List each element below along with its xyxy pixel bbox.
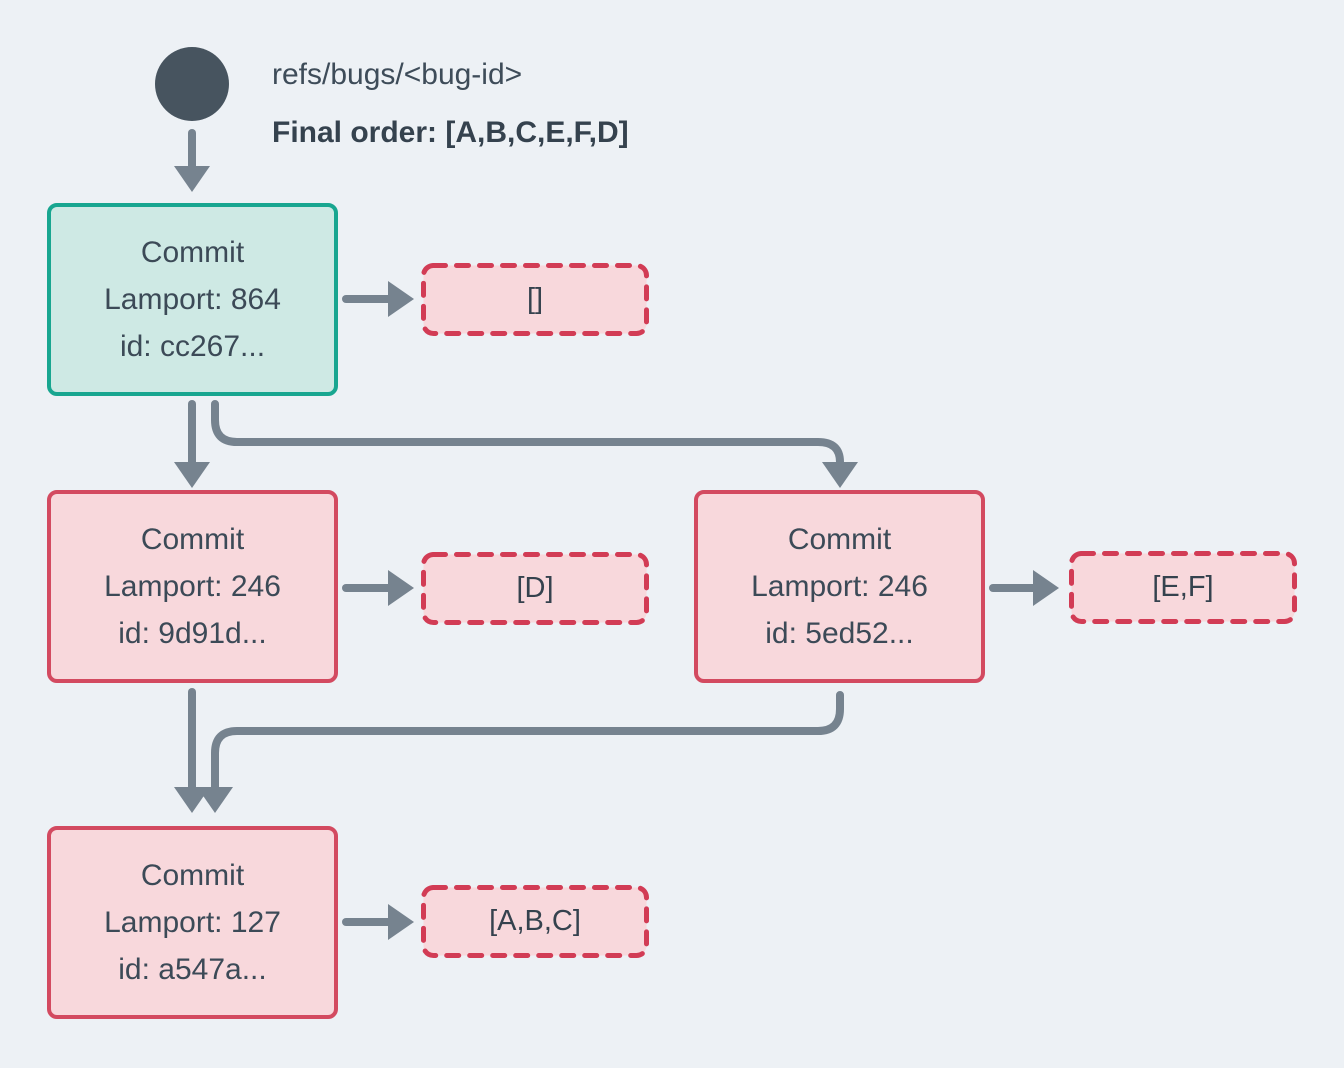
ops-list-root: []: [421, 263, 649, 336]
dashed-border: [421, 552, 649, 625]
commit-title: Commit: [140, 235, 245, 269]
commit-lamport: Lamport: 127: [104, 905, 281, 939]
commit-node-right: Commit Lamport: 246 id: 5ed52...: [694, 490, 985, 683]
commit-node-final: Commit Lamport: 127 id: a547a...: [47, 826, 338, 1019]
commit-title: Commit: [140, 858, 245, 892]
arrowhead-right-to-final: [197, 787, 233, 813]
ops-list-label: [D]: [516, 572, 554, 604]
ops-list-left: [D]: [421, 552, 649, 625]
final-order-label: Final order: [A,B,C,E,F,D]: [272, 116, 629, 149]
commit-id: id: 9d91d...: [118, 616, 267, 650]
arrowhead-left-to-ops: [388, 570, 414, 606]
ops-list-label: [E,F]: [1152, 571, 1214, 603]
branch-ref-node: [155, 47, 229, 121]
arrowhead-root-to-ops: [388, 281, 414, 317]
ops-list-label: [A,B,C]: [489, 905, 581, 937]
arrowhead-left-to-final: [174, 787, 210, 813]
arrowhead-final-to-ops: [388, 904, 414, 940]
commit-title: Commit: [140, 522, 245, 556]
commit-lamport: Lamport: 246: [104, 569, 281, 603]
commit-node-root: Commit Lamport: 864 id: cc267...: [47, 203, 338, 396]
arrowhead-ref-to-root: [174, 166, 210, 192]
dashed-border: [421, 263, 649, 336]
commit-node-left: Commit Lamport: 246 id: 9d91d...: [47, 490, 338, 683]
commit-lamport: Lamport: 864: [104, 282, 281, 316]
commit-title: Commit: [787, 522, 892, 556]
arrowhead-root-to-right: [822, 462, 858, 488]
arrow-right-to-final: [211, 691, 844, 793]
arrow-root-to-right: [211, 400, 844, 466]
branch-ref-label: refs/bugs/<bug-id>: [272, 58, 523, 91]
ops-list-right: [E,F]: [1069, 551, 1297, 624]
ops-list-final: [A,B,C]: [421, 885, 649, 958]
arrowhead-root-to-left: [174, 462, 210, 488]
ops-list-label: []: [526, 283, 544, 315]
commit-id: id: a547a...: [118, 952, 267, 986]
arrowhead-right-to-ops: [1033, 570, 1059, 606]
commit-id: id: cc267...: [119, 329, 266, 363]
dashed-border: [1069, 551, 1297, 624]
commit-lamport: Lamport: 246: [751, 569, 928, 603]
commit-id: id: 5ed52...: [765, 616, 914, 650]
dashed-border: [421, 885, 649, 958]
